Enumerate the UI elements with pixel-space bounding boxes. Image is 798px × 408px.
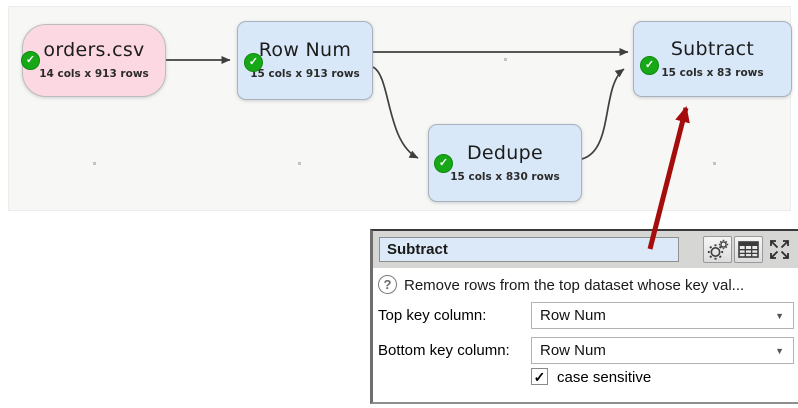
- node-orders-csv[interactable]: orders.csv 14 cols x 913 rows: [22, 24, 166, 97]
- status-ok-icon: ✓: [640, 56, 659, 75]
- grid-dot: [713, 162, 716, 165]
- expand-panel-button[interactable]: [765, 236, 794, 263]
- options-gear-button[interactable]: [703, 236, 732, 263]
- transform-description: Remove rows from the top dataset whose k…: [404, 277, 745, 294]
- node-subtract[interactable]: Subtract 15 cols x 83 rows: [633, 21, 792, 97]
- status-ok-icon: ✓: [244, 53, 263, 72]
- status-ok-icon: ✓: [434, 154, 453, 173]
- node-subtitle: 15 cols x 83 rows: [661, 66, 764, 79]
- top-key-column-label: Top key column:: [378, 307, 487, 324]
- bottom-key-column-value: Row Num: [540, 342, 606, 359]
- grid-dot: [504, 58, 507, 61]
- chevron-down-icon: ▼: [775, 311, 784, 321]
- case-sensitive-label: case sensitive: [557, 369, 652, 386]
- gear-icon: [707, 239, 728, 260]
- node-subtitle: 14 cols x 913 rows: [39, 68, 149, 81]
- status-ok-icon: ✓: [21, 51, 40, 70]
- node-subtitle: 15 cols x 830 rows: [450, 170, 560, 183]
- bottom-key-column-label: Bottom key column:: [378, 342, 510, 359]
- case-sensitive-checkbox[interactable]: ✓: [531, 368, 548, 385]
- node-title: Dedupe: [467, 141, 543, 164]
- node-title: Subtract: [670, 37, 755, 60]
- expand-arrows-icon: [770, 240, 789, 259]
- node-title: Row Num: [258, 39, 352, 62]
- top-key-column-value: Row Num: [540, 307, 606, 324]
- node-subtitle: 15 cols x 913 rows: [250, 68, 360, 81]
- table-icon: [738, 241, 759, 258]
- grid-dot: [298, 162, 301, 165]
- chevron-down-icon: ▼: [775, 346, 784, 356]
- properties-panel: ? Remove rows from the top dataset whose…: [370, 229, 798, 404]
- help-icon[interactable]: ?: [378, 275, 397, 294]
- top-key-column-select[interactable]: Row Num ▼: [531, 302, 794, 329]
- bottom-key-column-select[interactable]: Row Num ▼: [531, 337, 794, 364]
- step-name-input[interactable]: [379, 237, 679, 262]
- grid-dot: [93, 162, 96, 165]
- view-table-button[interactable]: [734, 236, 763, 263]
- node-dedupe[interactable]: Dedupe 15 cols x 830 rows: [428, 124, 582, 202]
- node-title: orders.csv: [43, 39, 145, 62]
